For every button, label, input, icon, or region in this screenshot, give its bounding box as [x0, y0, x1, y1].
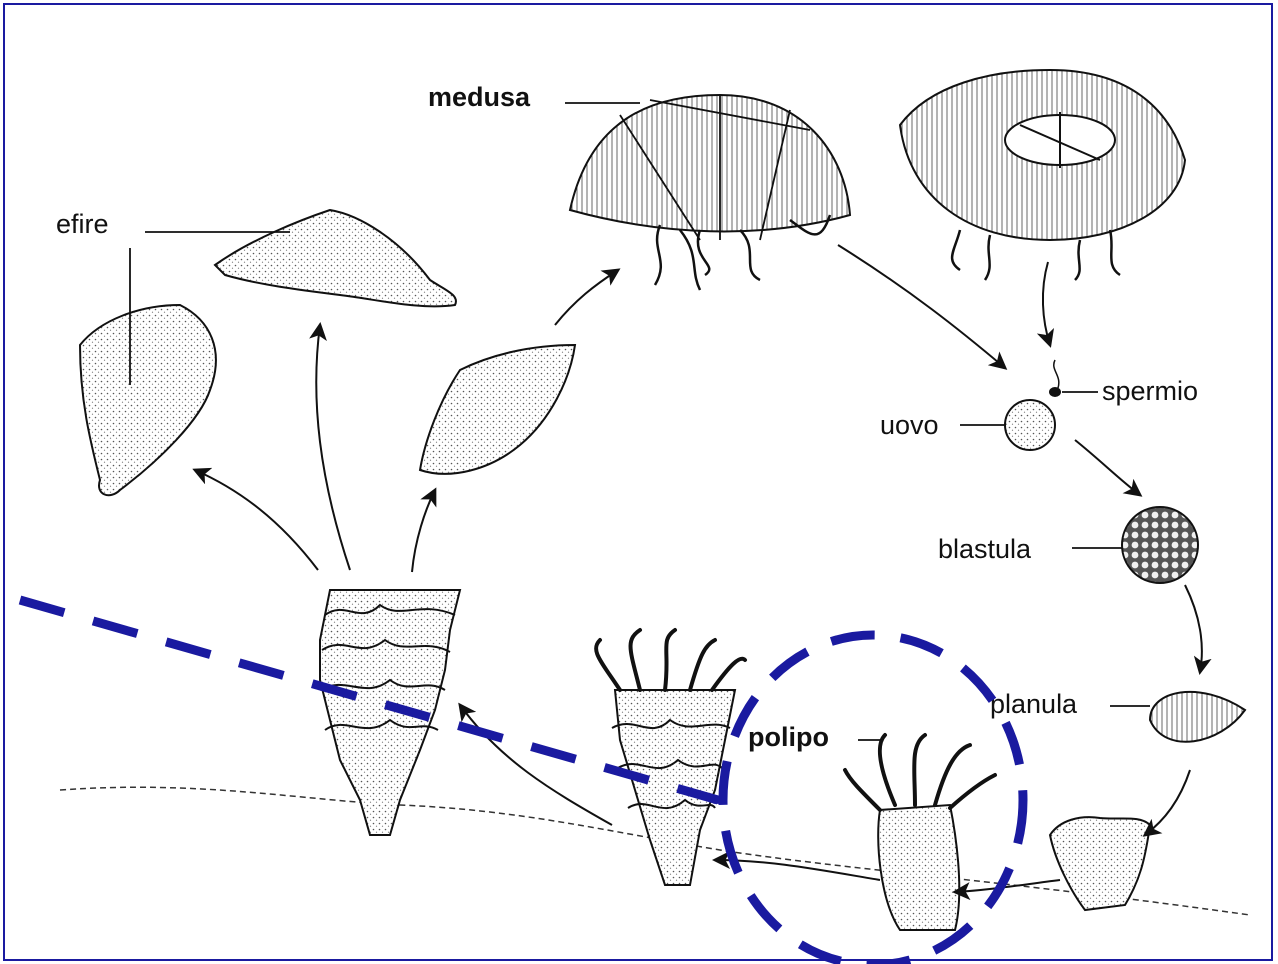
- strobila-middle: [596, 630, 745, 885]
- young-polyp-illustration: [1050, 817, 1150, 910]
- arrow-strobila-to-efire-top: [316, 325, 350, 570]
- label-spermio: spermio: [1102, 376, 1198, 406]
- efire-middle: [420, 345, 575, 474]
- arrow-blastula-to-planula: [1185, 585, 1202, 672]
- label-blastula: blastula: [938, 534, 1032, 564]
- arrow-uovo-to-blastula: [1075, 440, 1140, 495]
- spermio-illustration: [1049, 360, 1061, 397]
- arrow-efire-to-medusa: [555, 270, 618, 325]
- polipo-illustration: [845, 735, 995, 930]
- arrow-planula-to-young-polyp: [1145, 770, 1190, 835]
- mature-medusa-illustration: [900, 70, 1185, 280]
- arrow-strobila-to-efire-middle: [412, 490, 435, 572]
- strobila-left: [320, 590, 460, 835]
- medusa-illustration: [570, 95, 850, 290]
- label-medusa: medusa: [428, 82, 531, 112]
- efire-left: [80, 305, 216, 495]
- label-uovo: uovo: [880, 410, 939, 440]
- blastula-illustration: [1122, 507, 1198, 583]
- label-polipo: polipo: [748, 722, 829, 752]
- label-efire: efire: [56, 209, 109, 239]
- planula-illustration: [1150, 692, 1245, 742]
- arrow-strobila-to-efire-left: [195, 470, 318, 570]
- highlight-dashed-circle-polipo: [723, 635, 1023, 964]
- uovo-illustration: [1005, 400, 1055, 450]
- arrow-medusa2-to-spermio: [1043, 262, 1050, 345]
- label-planula: planula: [990, 689, 1078, 719]
- efire-top: [215, 210, 456, 306]
- arrow-strobila-middle-to-left: [460, 705, 612, 825]
- arrow-medusa-to-uovo: [838, 245, 1005, 368]
